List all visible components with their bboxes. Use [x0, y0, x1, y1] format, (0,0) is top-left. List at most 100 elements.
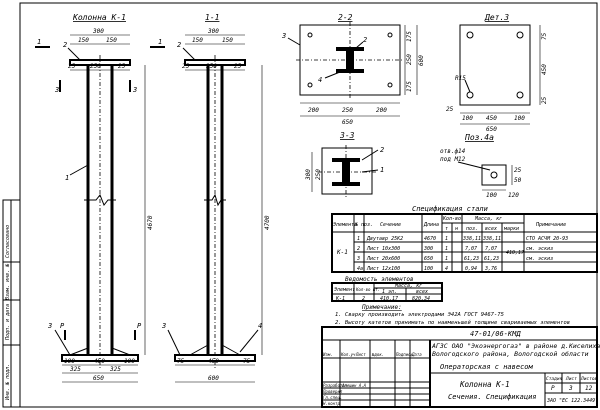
row-qty-t: 1 [445, 256, 448, 262]
dim-600: 600 [418, 55, 425, 66]
row-qty-t: 1 [445, 236, 448, 242]
company: ЗАО "ЕС 122.3449" [546, 398, 598, 404]
elements-table-title: Ведомость элементов [345, 276, 414, 283]
hdr-qty-t: т [445, 226, 448, 232]
leader-line [324, 71, 341, 79]
spec-element-name: К-1 [336, 249, 348, 256]
spec-total-mass: 410,17 [506, 250, 524, 256]
anchor-hole [466, 31, 474, 39]
row-length: 650 [424, 256, 433, 262]
row-mass-all: 7,07 [485, 246, 497, 252]
notes-block: Примечание: 1. Сварку производить электр… [335, 304, 570, 326]
row-section: Двутавр 25К2 [366, 236, 403, 242]
elements-row: К-1 2 410,17 820,34 [335, 296, 430, 302]
sheets-hdr: Листов [580, 376, 598, 382]
row-note: см. эскиз [526, 256, 553, 262]
hdr-mass-all: всех [485, 226, 497, 232]
dim-100b: 100 [124, 358, 135, 365]
row-mass-pos: 7,07 [465, 246, 477, 252]
side-stamp-col3: Инв. № подл. [5, 364, 11, 401]
tb-role: Разработал [323, 383, 348, 388]
cut-Pb: P [137, 322, 142, 330]
hdr-qty: Кол-во [442, 216, 461, 222]
dim-650: 650 [342, 119, 353, 126]
dim-600: 600 [208, 375, 219, 382]
dim-100a: 100 [462, 115, 473, 122]
mark-4: 4 [258, 322, 262, 330]
dim-75: 75 [541, 32, 548, 40]
tb-label-change: Изм. [322, 352, 333, 357]
cut-3: 3 [54, 86, 59, 94]
dim-200b: 200 [376, 107, 387, 114]
section-1-1-title: 1-1 [205, 13, 219, 22]
row-mass-pos: 61,23 [464, 256, 479, 262]
row-mass-all: 3,76 [484, 266, 497, 272]
mark-1: 1 [380, 166, 384, 174]
spec-row: 2 Лист 10х300 300 1 7,07 7,07 см. эскиз [357, 246, 553, 252]
dim-200a: 200 [308, 107, 319, 114]
anchor-hole [516, 91, 524, 99]
hdr-mass-one: 1 эл. [382, 289, 397, 295]
leader-line [239, 329, 259, 353]
hdr-mass-total: марки [503, 226, 519, 232]
hdr-mark: Элемент [334, 287, 355, 293]
tb-label-sign: Подпись [395, 352, 413, 357]
dim-175b: 175 [406, 81, 413, 92]
base-plate [174, 354, 256, 362]
side-stamp-approved: Согласовано [5, 225, 11, 258]
leader-line [355, 41, 364, 49]
dim-25: 25 [514, 167, 522, 174]
dim-175a: 175 [406, 31, 413, 42]
side-stamp-col1: Взам. инв. № [5, 264, 11, 300]
break-mark [84, 194, 116, 206]
anchor-hole [307, 82, 313, 88]
position-4a-view: Поз.4а отв.ф14 под М12 25 50 100 120 [440, 133, 522, 199]
bolt-hole [490, 171, 498, 179]
dim-75a: 75 [177, 358, 185, 365]
row-section: Лист 12х100 [366, 266, 400, 272]
mark-4: 4 [318, 76, 322, 84]
section-3-3-view: 3-3 300 250 2 1 [305, 131, 384, 197]
section-1-1-view: 1-1 300 150 150 25 250 25 2 3 4 4700 75 … [161, 13, 271, 383]
anchor-hole [387, 82, 393, 88]
row-num: 1 [357, 236, 360, 242]
leader-line [361, 169, 379, 173]
row-length: 300 [423, 246, 433, 252]
row-note: см. эскиз [526, 246, 553, 252]
org-line: АГЗС ОАО "Экоэнергогаз" в районе д.Кисел… [431, 342, 600, 350]
hdr-mass: Масса, кг [394, 283, 422, 289]
leader-line [182, 47, 196, 61]
hdr-element: Элемента [333, 222, 357, 228]
mark-3: 3 [161, 322, 166, 330]
dim-250: 250 [206, 63, 217, 70]
side-stamp-col2: Подп. и дата [5, 304, 11, 341]
dim-75b: 75 [243, 358, 251, 365]
dim-150b: 150 [106, 37, 117, 44]
mark-2: 2 [63, 41, 67, 49]
mark-2: 2 [380, 146, 384, 154]
leader-line [69, 164, 89, 176]
tb-label-date: Дата [411, 352, 422, 357]
spec-table-frame [331, 213, 598, 273]
tb-role: Гл.спец. [323, 395, 342, 400]
dim-25b: 25 [234, 63, 242, 70]
hdr-mass: Масса, кг [474, 216, 502, 222]
row-mass-pos: 338,11 [462, 236, 481, 242]
anchor-hole [307, 32, 313, 38]
leader-line [54, 329, 71, 356]
dim-100b: 100 [514, 115, 525, 122]
section-3-3-title: 3-3 [339, 131, 355, 140]
dim-250: 250 [315, 169, 322, 180]
hdr-section: Сечение [380, 222, 401, 228]
stage-value: Р [551, 385, 555, 392]
column-k1-title: Колонна К-1 [72, 13, 126, 22]
sheet-value: 3 [568, 385, 573, 392]
spec-table-title: Спецификация стали [412, 205, 488, 213]
side-stamp: Взам. инв. № Подп. и дата Инв. № подл. С… [2, 199, 21, 408]
mark-2: 2 [177, 41, 181, 49]
sheets-value: 12 [585, 385, 593, 392]
tb-label-sheet: Лист [355, 352, 366, 357]
tb-label-qty: Кол.уч [340, 352, 356, 357]
note-bolt: под М12 [440, 156, 466, 163]
